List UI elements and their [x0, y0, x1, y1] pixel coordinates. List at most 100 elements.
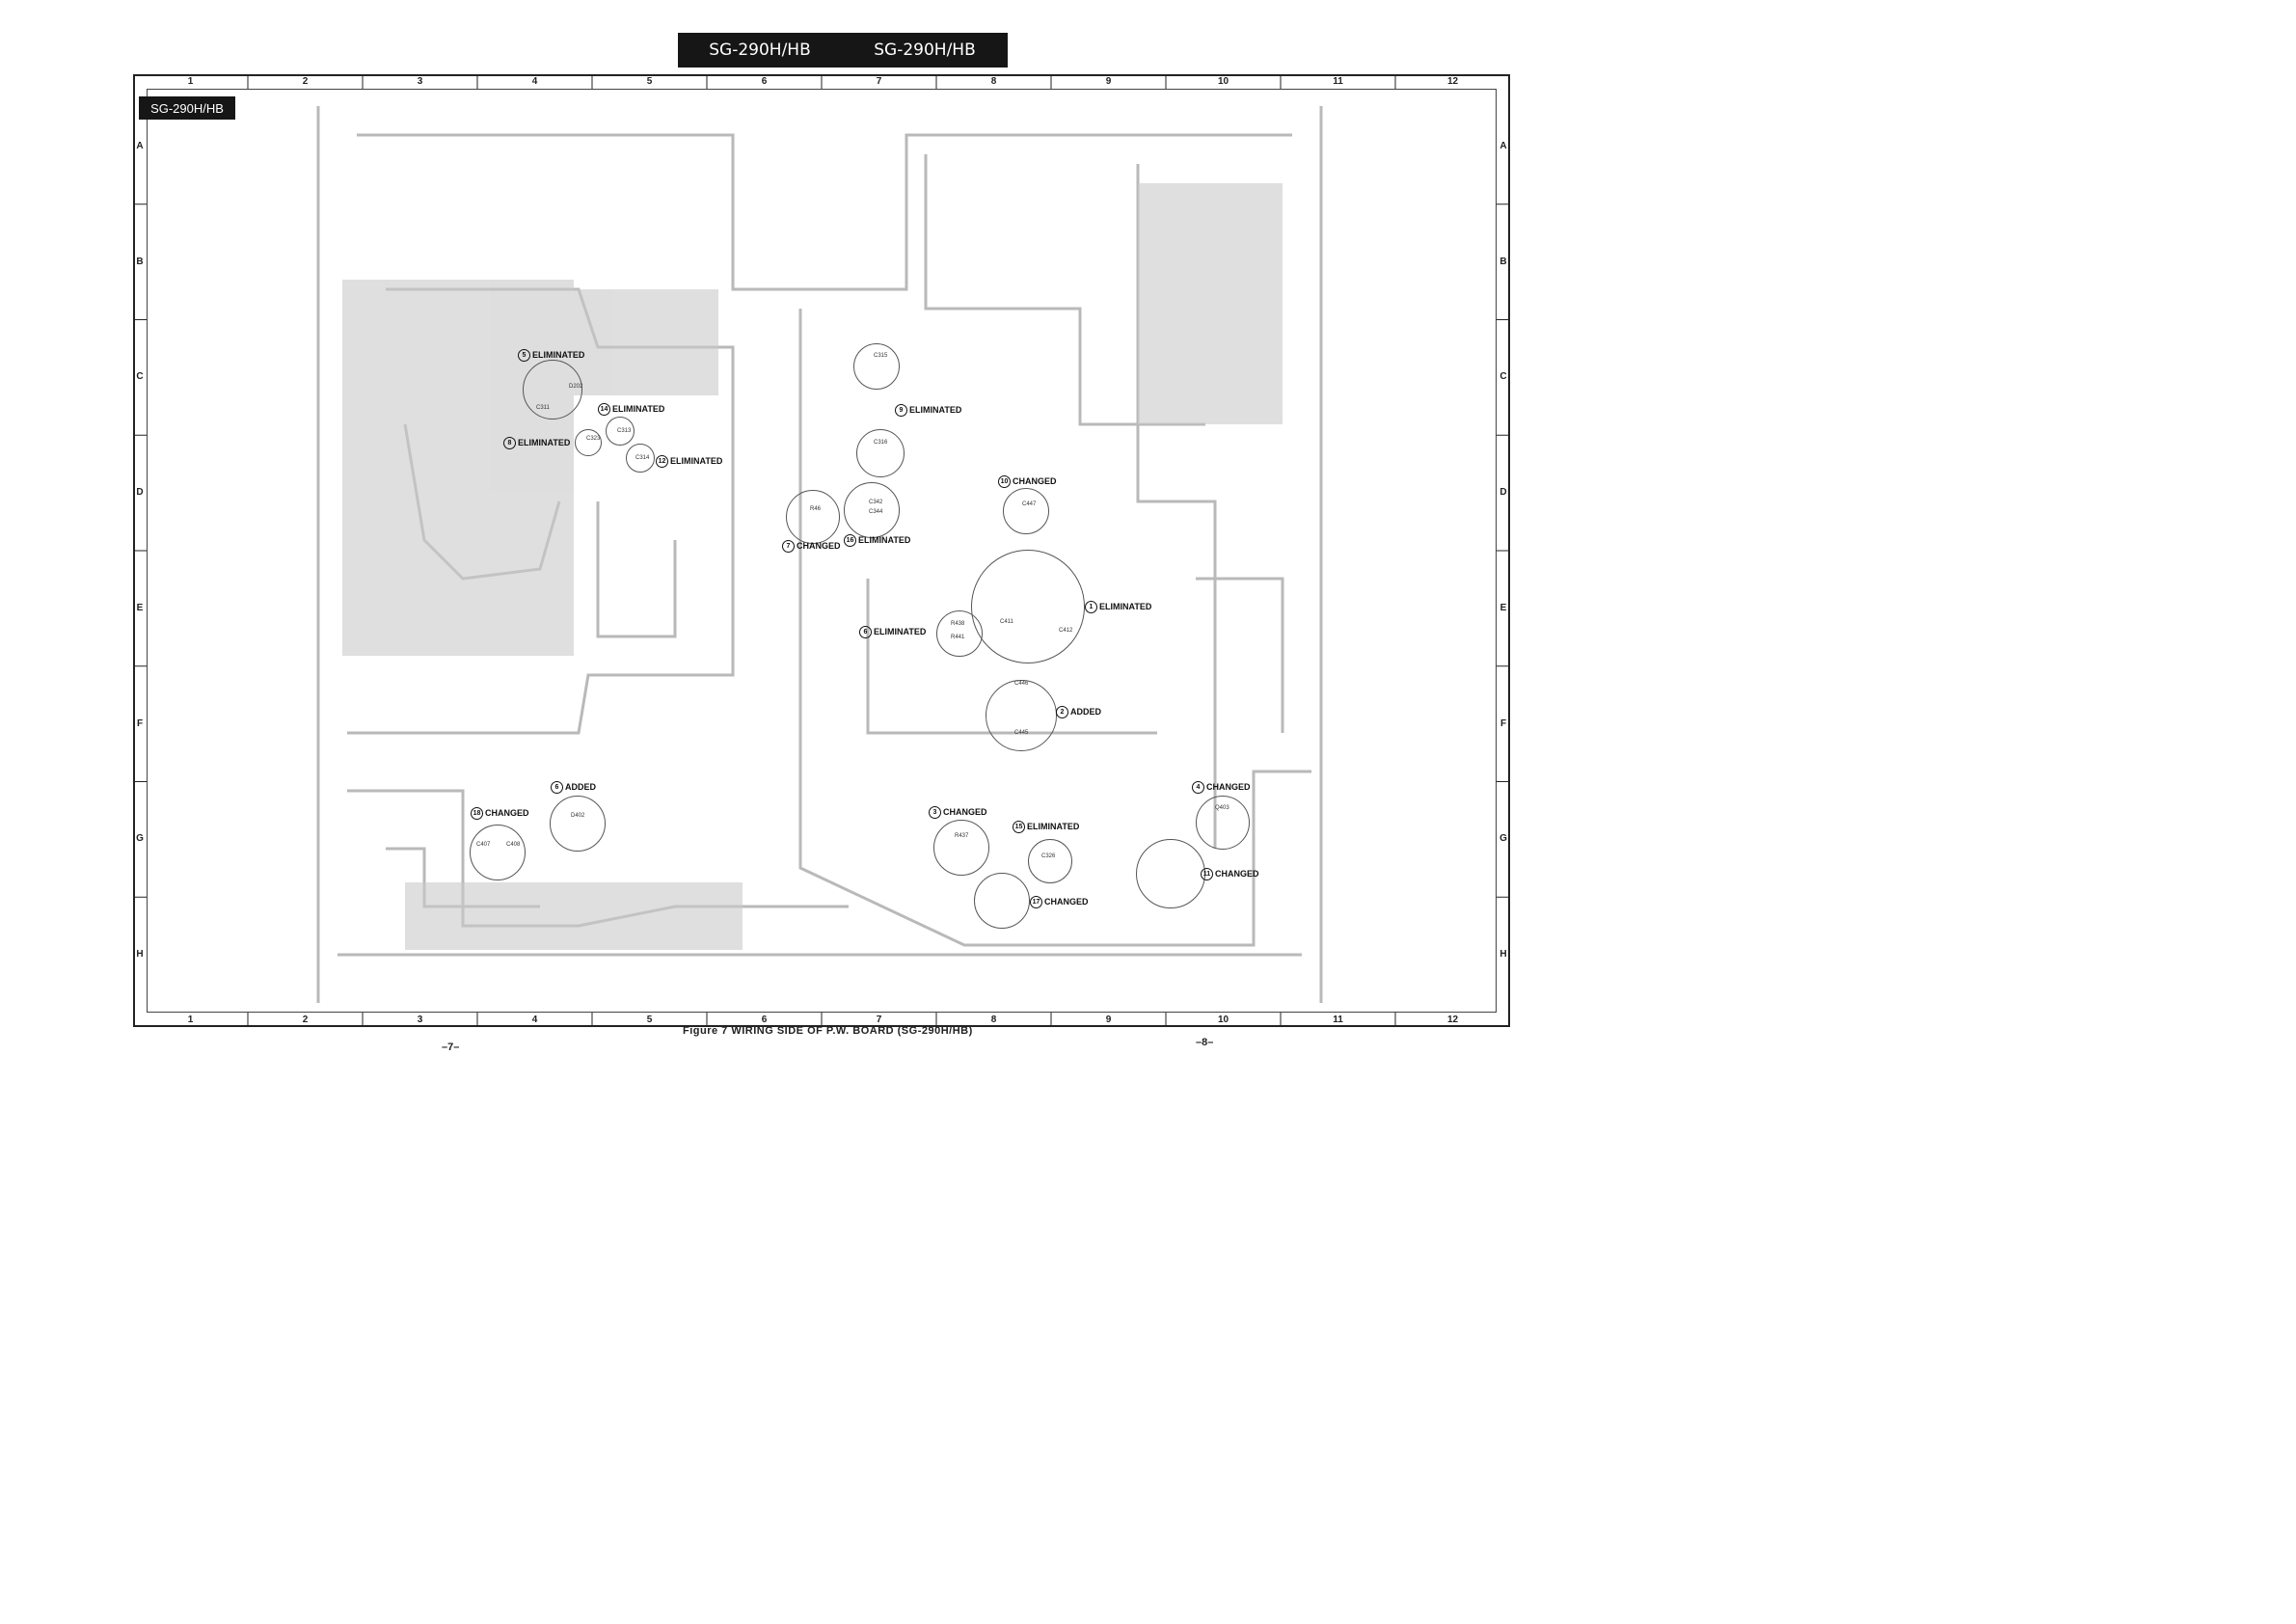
grid-row-label: F	[136, 717, 144, 729]
grid-row-label: G	[136, 833, 144, 845]
highlight-ring	[1196, 796, 1250, 850]
grid-row-label: B	[136, 256, 144, 267]
part-label: C326	[1041, 853, 1056, 859]
grid-row-label: G	[1499, 833, 1507, 845]
highlight-ring	[844, 482, 900, 538]
grid-row-label: B	[1499, 256, 1507, 267]
grid-row-label: F	[1499, 717, 1507, 729]
grid-column-label: 8	[990, 76, 997, 87]
grid-column-label: 5	[646, 1015, 653, 1025]
grid-row-label: E	[136, 602, 144, 613]
part-label: C313	[617, 428, 632, 434]
grid-column-label: 2	[302, 76, 309, 87]
part-label: C323	[586, 436, 601, 442]
part-label: C445	[1014, 730, 1029, 736]
highlight-ring	[853, 343, 900, 390]
grid-row-label: C	[1499, 371, 1507, 383]
part-label: C407	[476, 842, 491, 848]
grid-column-label: 11	[1333, 1015, 1343, 1025]
figure-caption: Figure 7 WIRING SIDE OF P.W. BOARD (SG-2…	[683, 1025, 973, 1037]
grid-column-label: 6	[761, 76, 768, 87]
grid-column-label: 3	[417, 1015, 423, 1025]
part-label: C344	[869, 509, 883, 515]
part-label: R437	[955, 833, 969, 839]
highlight-ring	[470, 825, 526, 880]
page-number-left: –7–	[442, 1042, 460, 1053]
grid-row-label: A	[136, 140, 144, 151]
highlight-ring	[856, 429, 905, 477]
part-label: R441	[951, 635, 965, 640]
grid-row-label: A	[1499, 140, 1507, 151]
grid-row-label: E	[1499, 602, 1507, 613]
grid-column-label: 2	[302, 1015, 309, 1025]
part-label: C446	[1014, 681, 1029, 687]
part-label: R438	[951, 621, 965, 627]
grid-row-label: H	[136, 949, 144, 961]
highlight-ring	[986, 680, 1057, 751]
grid-column-label: 12	[1446, 76, 1459, 87]
grid-column-label: 6	[761, 1015, 768, 1025]
grid-column-label: 7	[876, 76, 882, 87]
grid-column-label: 10	[1217, 76, 1229, 87]
part-label: Q403	[1215, 805, 1229, 811]
highlight-ring	[1136, 839, 1205, 908]
drawing-inner-border	[147, 89, 1497, 1013]
pcb-copper-areas	[342, 183, 1283, 950]
highlight-ring	[974, 873, 1030, 929]
board-model-badge: SG-290H/HB	[139, 96, 235, 120]
highlight-ring	[933, 820, 989, 876]
part-label: C342	[869, 500, 883, 505]
highlight-ring	[1028, 839, 1072, 883]
part-label: C408	[506, 842, 521, 848]
part-label: C316	[874, 440, 888, 446]
part-label: C315	[874, 353, 888, 359]
part-label: C447	[1022, 501, 1037, 507]
grid-column-label: 4	[531, 76, 538, 87]
page-number-right: –8–	[1196, 1037, 1214, 1048]
grid-column-label: 11	[1333, 76, 1343, 87]
grid-column-label: 5	[646, 76, 653, 87]
highlight-ring	[523, 360, 582, 420]
header-title-right: SG-290H/HB	[842, 33, 1008, 68]
grid-row-label: D	[1499, 487, 1507, 499]
highlight-ring	[550, 796, 606, 852]
highlight-ring	[1003, 488, 1049, 534]
grid-column-label: 8	[990, 1015, 997, 1025]
part-label: D202	[569, 384, 583, 390]
grid-column-label: 7	[876, 1015, 882, 1025]
highlight-ring	[936, 610, 983, 657]
grid-column-label: 9	[1105, 1015, 1112, 1025]
header-title-left: SG-290H/HB	[678, 33, 842, 68]
highlight-ring	[786, 490, 840, 544]
part-label: C314	[635, 455, 650, 461]
part-label: C411	[1000, 619, 1013, 625]
grid-row-label: C	[136, 371, 144, 383]
grid-column-label: 3	[417, 76, 423, 87]
highlight-ring	[606, 417, 635, 446]
grid-column-label: 9	[1105, 76, 1112, 87]
part-label: C311	[536, 405, 550, 411]
highlight-ring	[971, 550, 1085, 663]
part-label: R46	[810, 506, 822, 512]
grid-column-label: 12	[1446, 1015, 1459, 1025]
grid-row-label: H	[1499, 949, 1507, 961]
part-label: C412	[1059, 628, 1073, 634]
grid-column-label: 1	[187, 1015, 194, 1025]
board-graphic	[133, 74, 1510, 1027]
